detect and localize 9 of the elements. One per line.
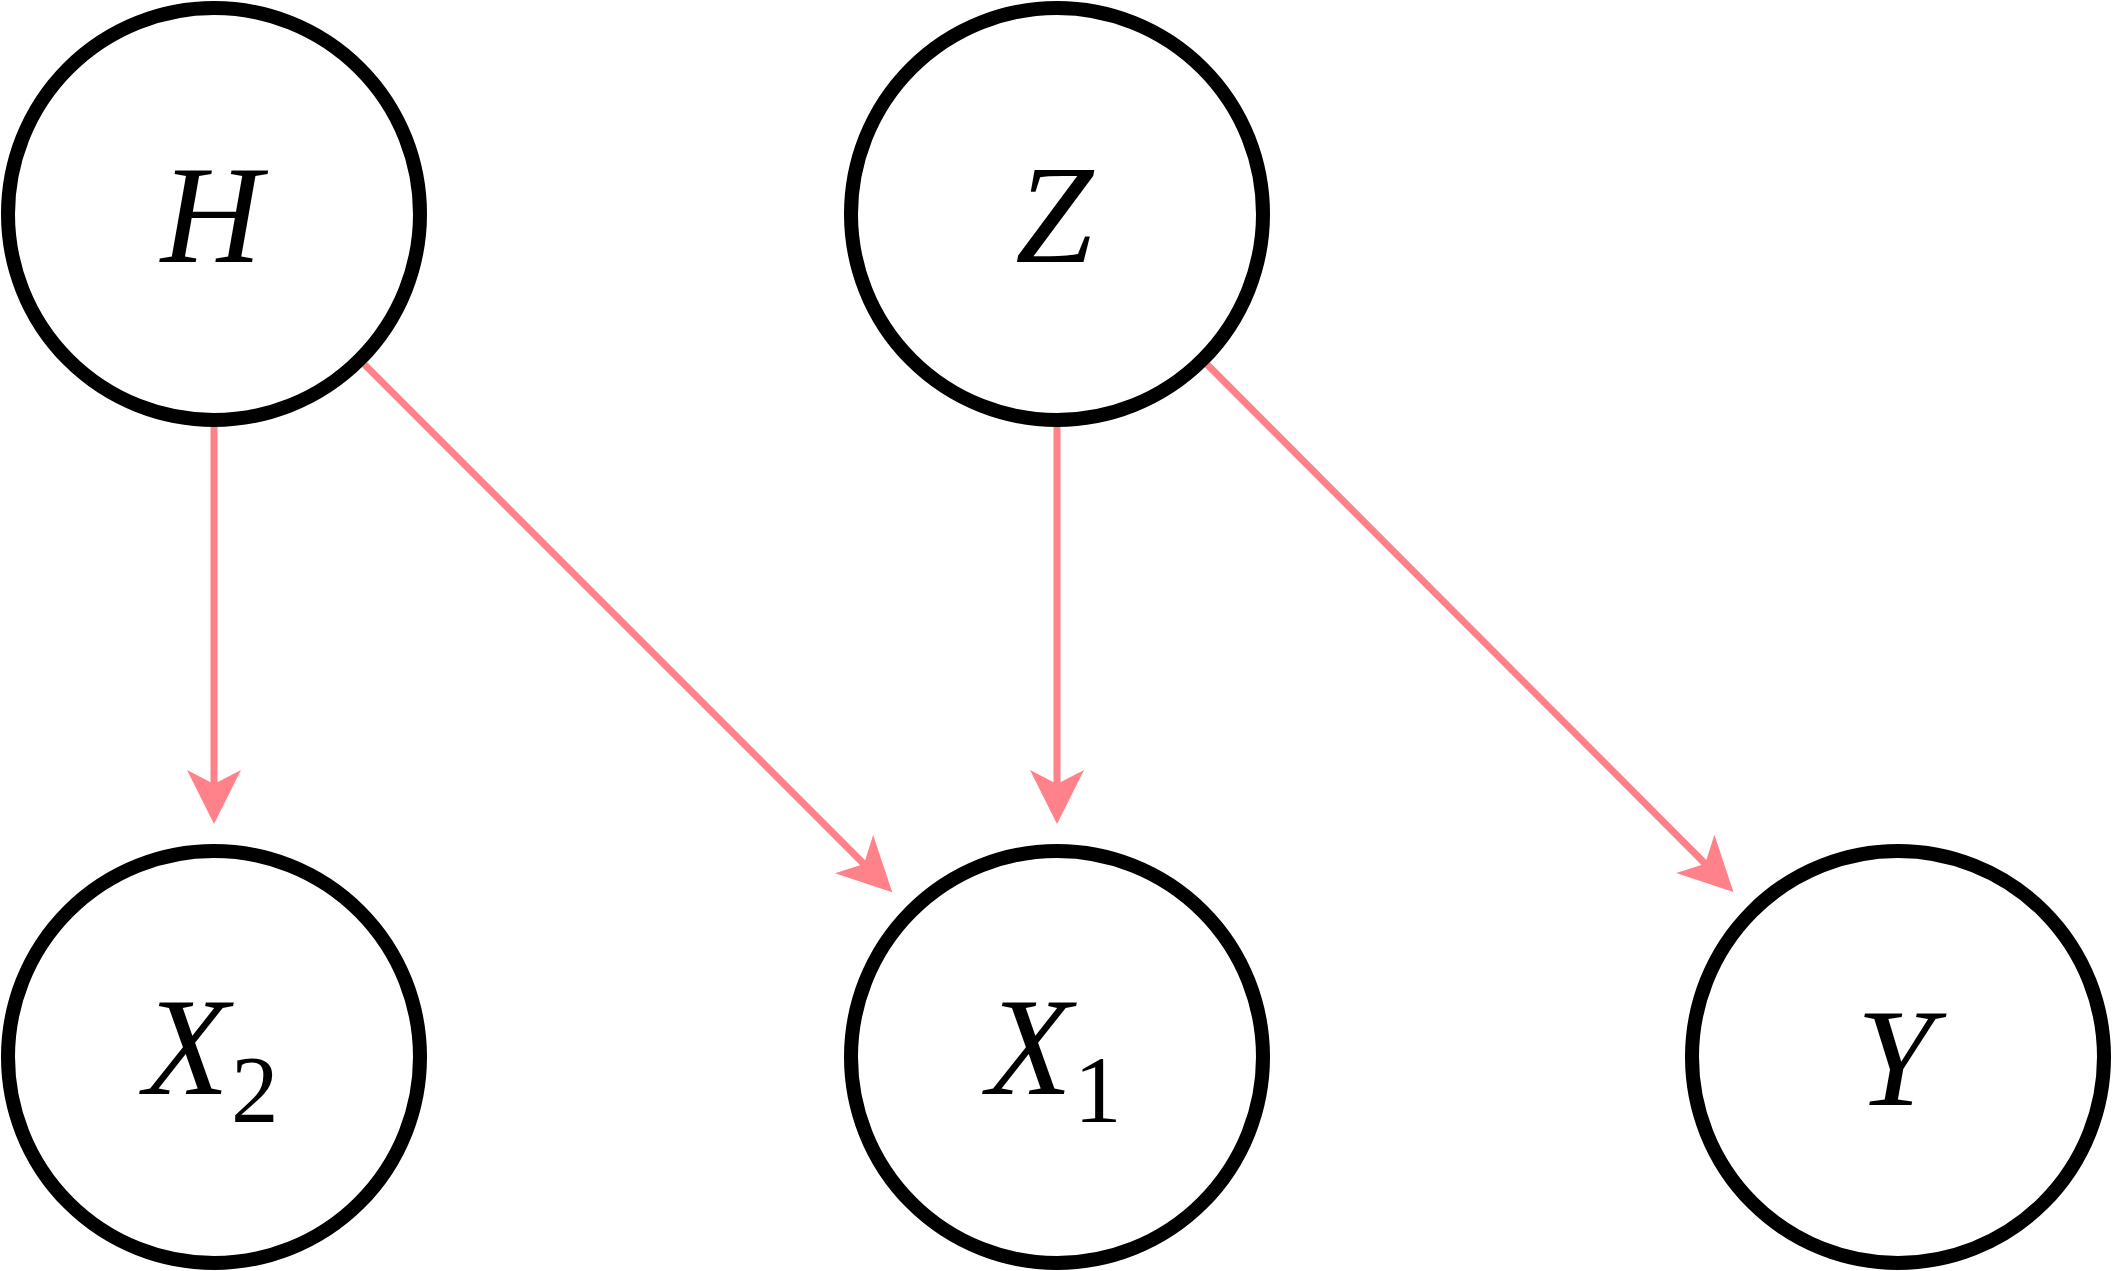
variable-label: H (146, 140, 282, 288)
arrow (187, 427, 241, 824)
arrow (362, 362, 893, 893)
variable-label: Z (1014, 140, 1096, 288)
variable-label: X$_{2}$ (129, 972, 299, 1142)
arrow (1204, 362, 1734, 893)
variable-label: X$_{1}$ (972, 972, 1142, 1142)
variable-label: Y (1842, 983, 1954, 1131)
arrow (1030, 427, 1084, 824)
